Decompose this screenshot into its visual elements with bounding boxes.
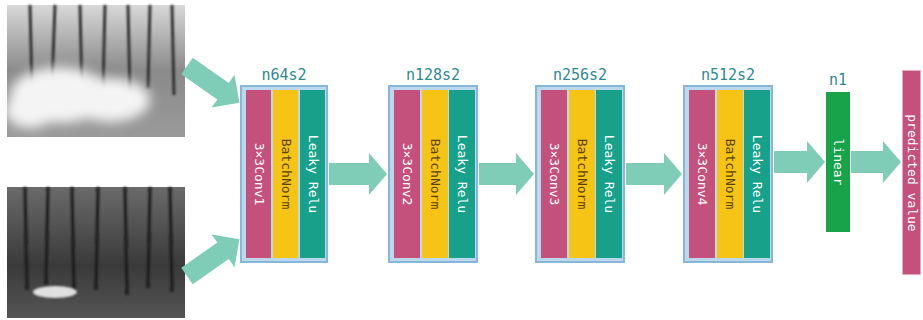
layer-heading: n1 bbox=[829, 71, 847, 89]
batchnorm-bar: BatchNorm bbox=[569, 90, 595, 258]
flow-arrow bbox=[329, 153, 387, 195]
bar-label: BatchNorm bbox=[575, 139, 589, 209]
flow-arrow bbox=[479, 153, 534, 195]
conv-bar: 3×3Conv2 bbox=[394, 90, 420, 258]
bar-label: 3×3Conv2 bbox=[400, 143, 414, 206]
output-box: predicted value bbox=[902, 70, 921, 275]
flow-arrow bbox=[626, 153, 682, 195]
clear-image bbox=[7, 187, 185, 318]
layer-block: n256s23×3Conv3BatchNormLeaky Relu bbox=[535, 85, 625, 263]
bar-label: BatchNorm bbox=[723, 139, 737, 209]
layer-block: n128s23×3Conv2BatchNormLeaky Relu bbox=[388, 85, 478, 263]
conv-bar: 3×3Conv3 bbox=[541, 90, 567, 258]
layer-block: n512s23×3Conv4BatchNormLeaky Relu bbox=[683, 85, 773, 263]
bar-label: linear bbox=[831, 139, 845, 186]
bar-label: predicted value bbox=[905, 114, 919, 231]
bar-label: 3×3Conv3 bbox=[547, 143, 561, 206]
bar-label: Leaky Relu bbox=[306, 135, 320, 213]
layer-heading: n256s2 bbox=[553, 66, 607, 84]
activation-bar: Leaky Relu bbox=[596, 90, 622, 258]
smoke-image bbox=[5, 5, 185, 137]
batchnorm-bar: BatchNorm bbox=[273, 90, 298, 258]
bar-label: Leaky Relu bbox=[455, 135, 469, 213]
activation-bar: Leaky Relu bbox=[449, 90, 475, 258]
bar-label: 3×3Conv1 bbox=[252, 143, 266, 206]
batchnorm-bar: BatchNorm bbox=[717, 90, 743, 258]
layer-heading: n128s2 bbox=[406, 66, 460, 84]
conv-bar: 3×3Conv1 bbox=[246, 90, 271, 258]
activation-bar: Leaky Relu bbox=[744, 90, 770, 258]
bar-label: 3×3Conv4 bbox=[695, 143, 709, 206]
batchnorm-bar: BatchNorm bbox=[422, 90, 448, 258]
flow-arrow bbox=[774, 141, 825, 183]
layer-heading: n512s2 bbox=[701, 66, 755, 84]
conv-bar: 3×3Conv4 bbox=[689, 90, 715, 258]
activation-bar: Leaky Relu bbox=[300, 90, 325, 258]
bar-label: Leaky Relu bbox=[750, 135, 764, 213]
layer-heading: n64s2 bbox=[261, 66, 306, 84]
bar-label: BatchNorm bbox=[428, 139, 442, 209]
flow-arrow bbox=[851, 141, 901, 183]
bar-label: Leaky Relu bbox=[602, 135, 616, 213]
linear-bar: n1linear bbox=[826, 92, 850, 232]
layer-block: n64s23×3Conv1BatchNormLeaky Relu bbox=[240, 85, 328, 263]
bar-label: BatchNorm bbox=[279, 139, 293, 209]
